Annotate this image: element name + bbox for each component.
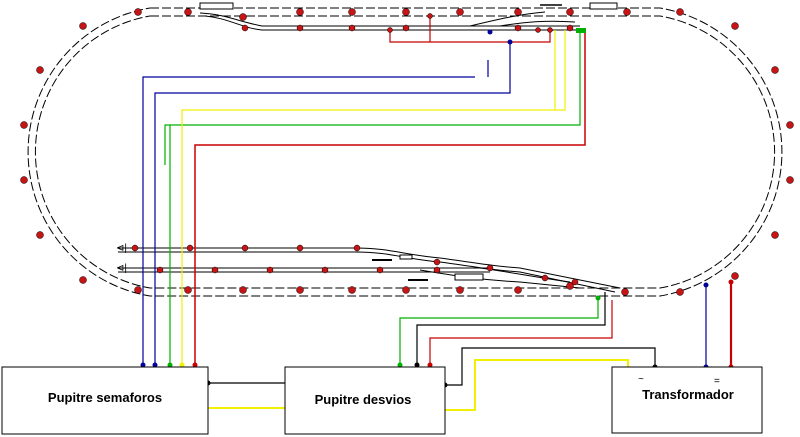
pupitre-semaforos-box[interactable]: Pupitre semaforos — [1, 366, 209, 435]
wires-semaforos — [142, 16, 586, 365]
top-platform-markers — [199, 2, 618, 10]
main-track-loop — [27, 7, 783, 297]
transformador-box[interactable]: Transformador ~ = — [611, 366, 763, 434]
pupitre-desvios-box[interactable]: Pupitre desvios — [284, 366, 446, 435]
siding-middle-label: ⊲| — [116, 263, 127, 274]
siding-upper-label: ⊲| — [116, 243, 127, 254]
transformer-ac-terminal: ~ — [638, 374, 644, 385]
pupitre-desvios-label: Pupitre desvios — [315, 392, 412, 407]
wire-terminals — [140, 28, 734, 388]
transformador-label: Transformador — [642, 387, 734, 402]
track-nodes — [20, 8, 794, 296]
pupitre-semaforos-label: Pupitre semaforos — [48, 390, 162, 405]
top-sidings — [199, 4, 580, 31]
bottom-sidings — [118, 247, 621, 293]
transformer-dc-terminal: = — [714, 376, 720, 387]
wires-desvios — [208, 292, 656, 411]
bottom-platform-markers — [399, 254, 484, 281]
wires-transformador — [705, 282, 733, 367]
